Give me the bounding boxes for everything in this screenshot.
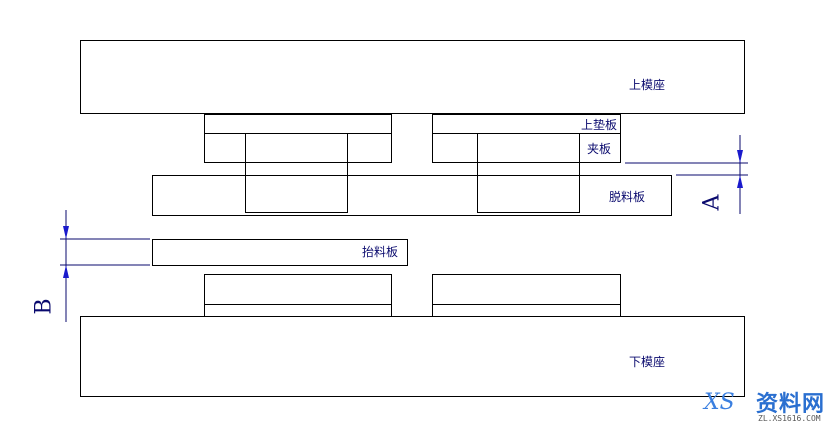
lower-die-base	[80, 316, 745, 397]
lifter-plate	[152, 239, 408, 266]
dimension-a-label: A	[699, 194, 725, 211]
upper-die-base-label: 上模座	[629, 78, 666, 92]
clamp-plate-label: 夹板	[587, 142, 612, 156]
stripper-plate	[152, 175, 672, 216]
watermark-brand: 资料网	[756, 392, 826, 417]
upper-die-base	[80, 40, 745, 114]
lower-die-base-label: 下模座	[629, 355, 666, 369]
dimension-b-label: B	[31, 298, 57, 315]
watermark-url: ZL.XS1616.COM	[758, 414, 821, 423]
lifter-plate-label: 抬料板	[362, 245, 399, 259]
right-punch	[477, 133, 580, 213]
stripper-plate-label: 脱料板	[609, 190, 646, 204]
upper-backing-plate-label: 上垫板	[581, 118, 618, 132]
left-punch	[245, 133, 348, 213]
watermark: XS 资料网 ZL.XS1616.COM	[696, 384, 832, 432]
watermark-logo: XS	[704, 390, 735, 415]
